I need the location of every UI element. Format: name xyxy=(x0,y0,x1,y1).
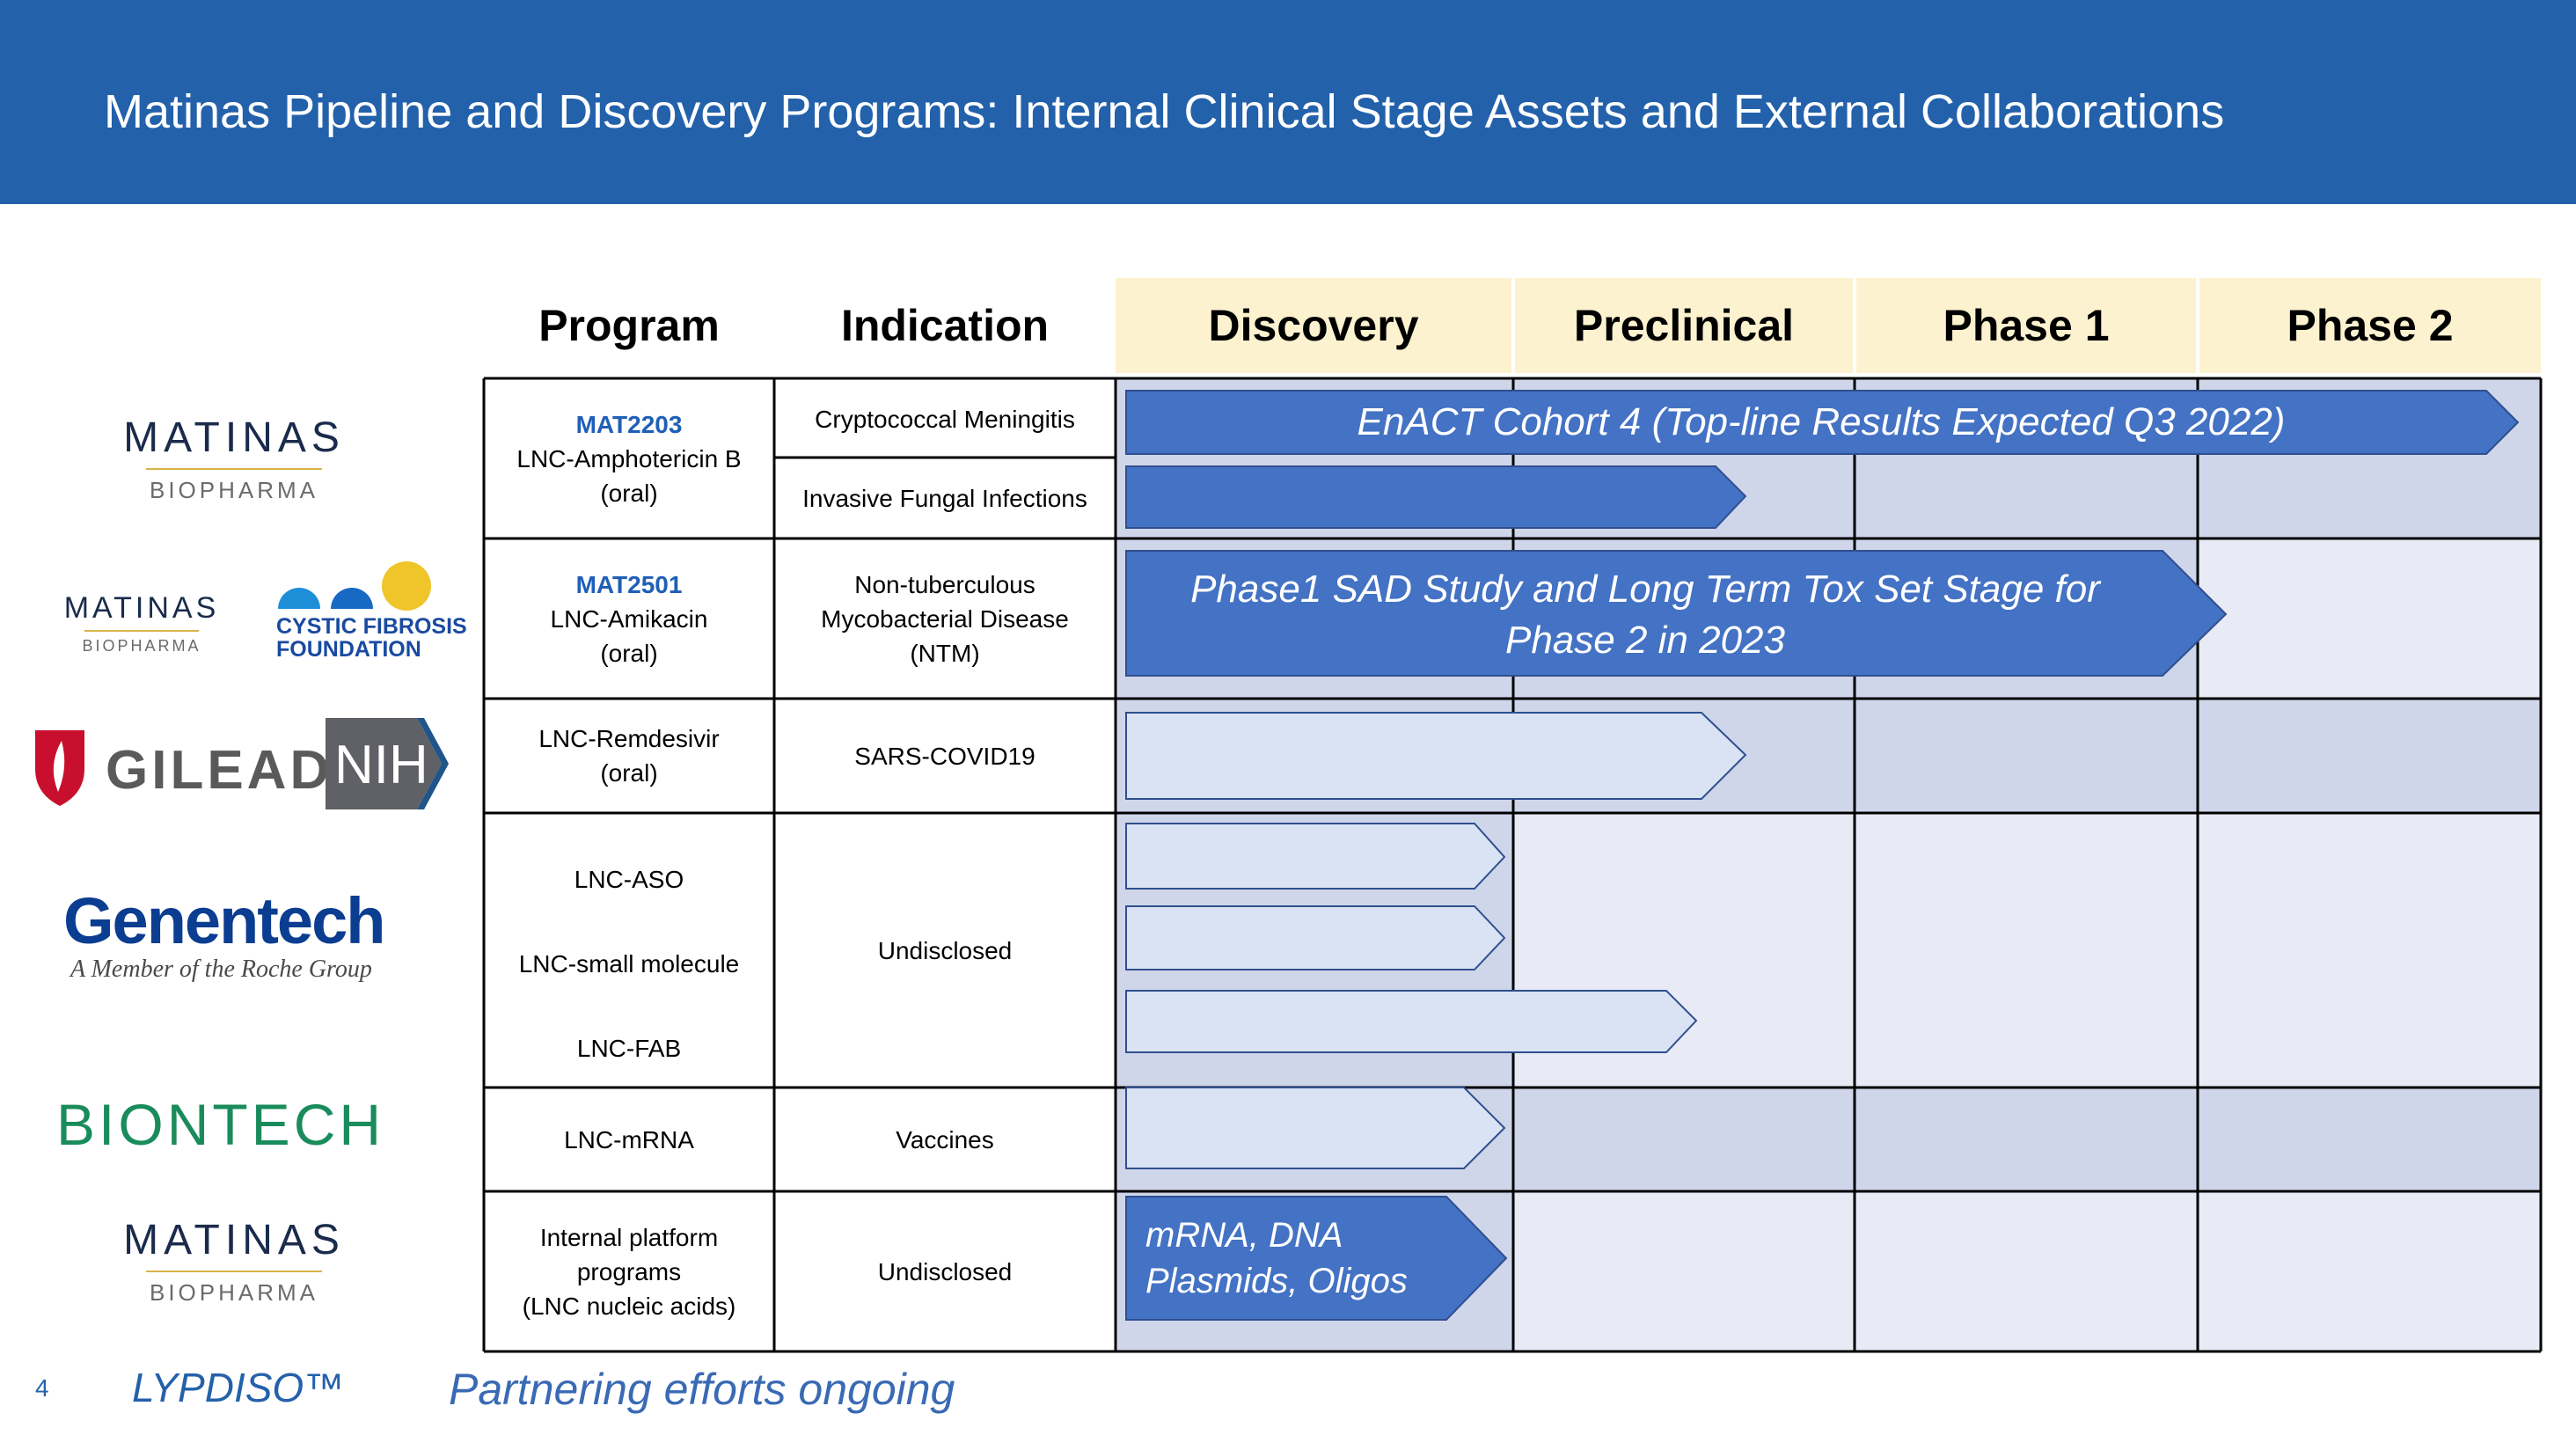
header-bar: Matinas Pipeline and Discovery Programs:… xyxy=(0,0,2576,204)
page-number: 4 xyxy=(35,1374,49,1402)
program-line: programs xyxy=(576,1257,682,1285)
nih-logo: NIH xyxy=(326,718,449,809)
program-lnc-mrna: LNC-mRNA xyxy=(564,1125,694,1153)
indication-sars-covid19: SARS-COVID19 xyxy=(854,742,1036,770)
indication-undisclosed-genentech: Undisclosed xyxy=(877,936,1013,964)
program-remdesivir: LNC-Remdesivir (oral) xyxy=(486,700,772,811)
nih-name: NIH xyxy=(334,735,428,795)
footer-brand: LYPDISO™ xyxy=(132,1365,345,1410)
program-name: LNC-Amikacin xyxy=(550,604,708,633)
arrow-mat2501 xyxy=(1125,550,2228,677)
arrow-lnc-small-molecule xyxy=(1125,905,1506,970)
program-mat2501: MAT2501 LNC-Amikacin (oral) xyxy=(486,540,772,697)
matinas-logo-name: MATINAS xyxy=(123,1217,345,1263)
arrow-lnc-aso xyxy=(1125,823,1506,890)
program-lnc-fab: LNC-FAB xyxy=(576,1034,682,1062)
genentech-sub: A Member of the Roche Group xyxy=(70,956,372,983)
column-header-discovery: Discovery xyxy=(1116,278,1511,373)
indication-line: Mycobacterial Disease xyxy=(821,604,1069,633)
program-route: (oral) xyxy=(600,479,658,507)
column-header-preclinical: Preclinical xyxy=(1515,278,1853,373)
progress-arrows xyxy=(1125,390,2520,1321)
matinas-logo-rule xyxy=(146,1271,322,1272)
program-internal: Internal platform programs (LNC nucleic … xyxy=(486,1193,772,1350)
biontech-name: BIONTECH xyxy=(56,1092,385,1157)
gilead-shield-icon xyxy=(35,730,84,806)
matinas-logo-sub: BIOPHARMA xyxy=(82,637,201,655)
indication-vaccines: Vaccines xyxy=(896,1125,994,1153)
program-mat2203: MAT2203 LNC-Amphotericin B (oral) xyxy=(486,380,772,537)
arrow-internal xyxy=(1125,1196,1508,1321)
column-header-indication: Indication xyxy=(840,301,1050,350)
cff-circles-icon xyxy=(278,561,431,611)
stage-dividers-light xyxy=(1511,278,2199,373)
matinas-logo-name: MATINAS xyxy=(63,591,220,625)
column-header-program: Program xyxy=(538,301,720,350)
table-lines xyxy=(482,377,2543,1353)
genentech-logo: Genentech A Member of the Roche Group xyxy=(58,883,419,989)
arrow-label-internal-line1: mRNA, DNA xyxy=(1145,1216,1343,1255)
program-code-mat2203: MAT2203 xyxy=(575,410,683,438)
matinas-logo-rule xyxy=(146,468,322,470)
program-name: LNC-Remdesivir xyxy=(538,725,720,752)
arrow-remdesivir xyxy=(1125,712,1747,800)
program-lnc-aso: LNC-ASO xyxy=(574,865,684,893)
indication-line: Non-tuberculous xyxy=(854,570,1036,598)
biontech-logo: BIONTECH xyxy=(56,1091,426,1161)
matinas-logo-sub: BIOPHARMA xyxy=(149,1279,319,1306)
cystic-fibrosis-foundation-logo: CYSTIC FIBROSIS FOUNDATION xyxy=(273,560,467,665)
matinas-logo-rule xyxy=(84,630,199,632)
arrow-label-sad: Phase1 SAD Study and Long Term Tox Set S… xyxy=(1126,558,2164,672)
genentech-name: Genentech xyxy=(63,884,385,957)
indication-invasive-fungal: Invasive Fungal Infections xyxy=(802,484,1087,512)
matinas-logo-2: MATINAS BIOPHARMA xyxy=(40,591,243,662)
program-lnc-small-molecule: LNC-small molecule xyxy=(518,949,740,978)
matinas-logo-name: MATINAS xyxy=(123,414,345,461)
indication-undisclosed-internal: Undisclosed xyxy=(877,1257,1013,1285)
arrow-label-internal-line2: Plasmids, Oligos xyxy=(1145,1262,1408,1300)
arrow-label-sad-line2: Phase 2 in 2023 xyxy=(1504,619,1786,662)
arrow-lnc-mrna xyxy=(1125,1087,1506,1169)
arrow-lnc-fab xyxy=(1125,990,1698,1053)
matinas-logo-1: MATINAS BIOPHARMA xyxy=(84,414,384,510)
gilead-name: GILEAD xyxy=(106,740,333,801)
program-name: LNC-Amphotericin B xyxy=(516,444,742,472)
arrow-label-sad-line1: Phase1 SAD Study and Long Term Tox Set S… xyxy=(1190,568,2100,611)
program-line: (LNC nucleic acids) xyxy=(522,1292,736,1320)
cff-line2: FOUNDATION xyxy=(276,637,421,662)
matinas-logo-3: MATINAS BIOPHARMA xyxy=(84,1216,384,1313)
column-header-phase1: Phase 1 xyxy=(1856,278,2196,373)
program-code-mat2501: MAT2501 xyxy=(575,570,683,598)
indication-cryptococcal: Cryptococcal Meningitis xyxy=(815,405,1075,433)
gilead-logo: GILEAD xyxy=(32,721,329,813)
footer-note: Partnering efforts ongoing xyxy=(449,1365,955,1414)
page-title: Matinas Pipeline and Discovery Programs:… xyxy=(104,85,2225,138)
arrow-label-internal: mRNA, DNA Plasmids, Oligos xyxy=(1145,1207,1409,1309)
program-route: (oral) xyxy=(600,639,658,667)
cff-line1: CYSTIC FIBROSIS xyxy=(276,614,467,639)
indication-line: (NTM) xyxy=(910,639,980,667)
program-line: Internal platform xyxy=(539,1223,719,1251)
bg-row2-phase2 xyxy=(2198,538,2541,699)
matinas-logo-sub: BIOPHARMA xyxy=(149,477,319,503)
arrow-mat2203-ifi xyxy=(1125,465,1747,529)
program-route: (oral) xyxy=(600,759,658,787)
column-header-phase2: Phase 2 xyxy=(2199,278,2541,373)
indication-ntm: Non-tuberculous Mycobacterial Disease (N… xyxy=(776,540,1114,697)
nih-chevron-icon xyxy=(326,718,449,809)
arrow-mat2203-enact xyxy=(1125,390,2520,455)
arrow-label-enact: EnACT Cohort 4 (Top-line Results Expecte… xyxy=(1357,400,2286,443)
